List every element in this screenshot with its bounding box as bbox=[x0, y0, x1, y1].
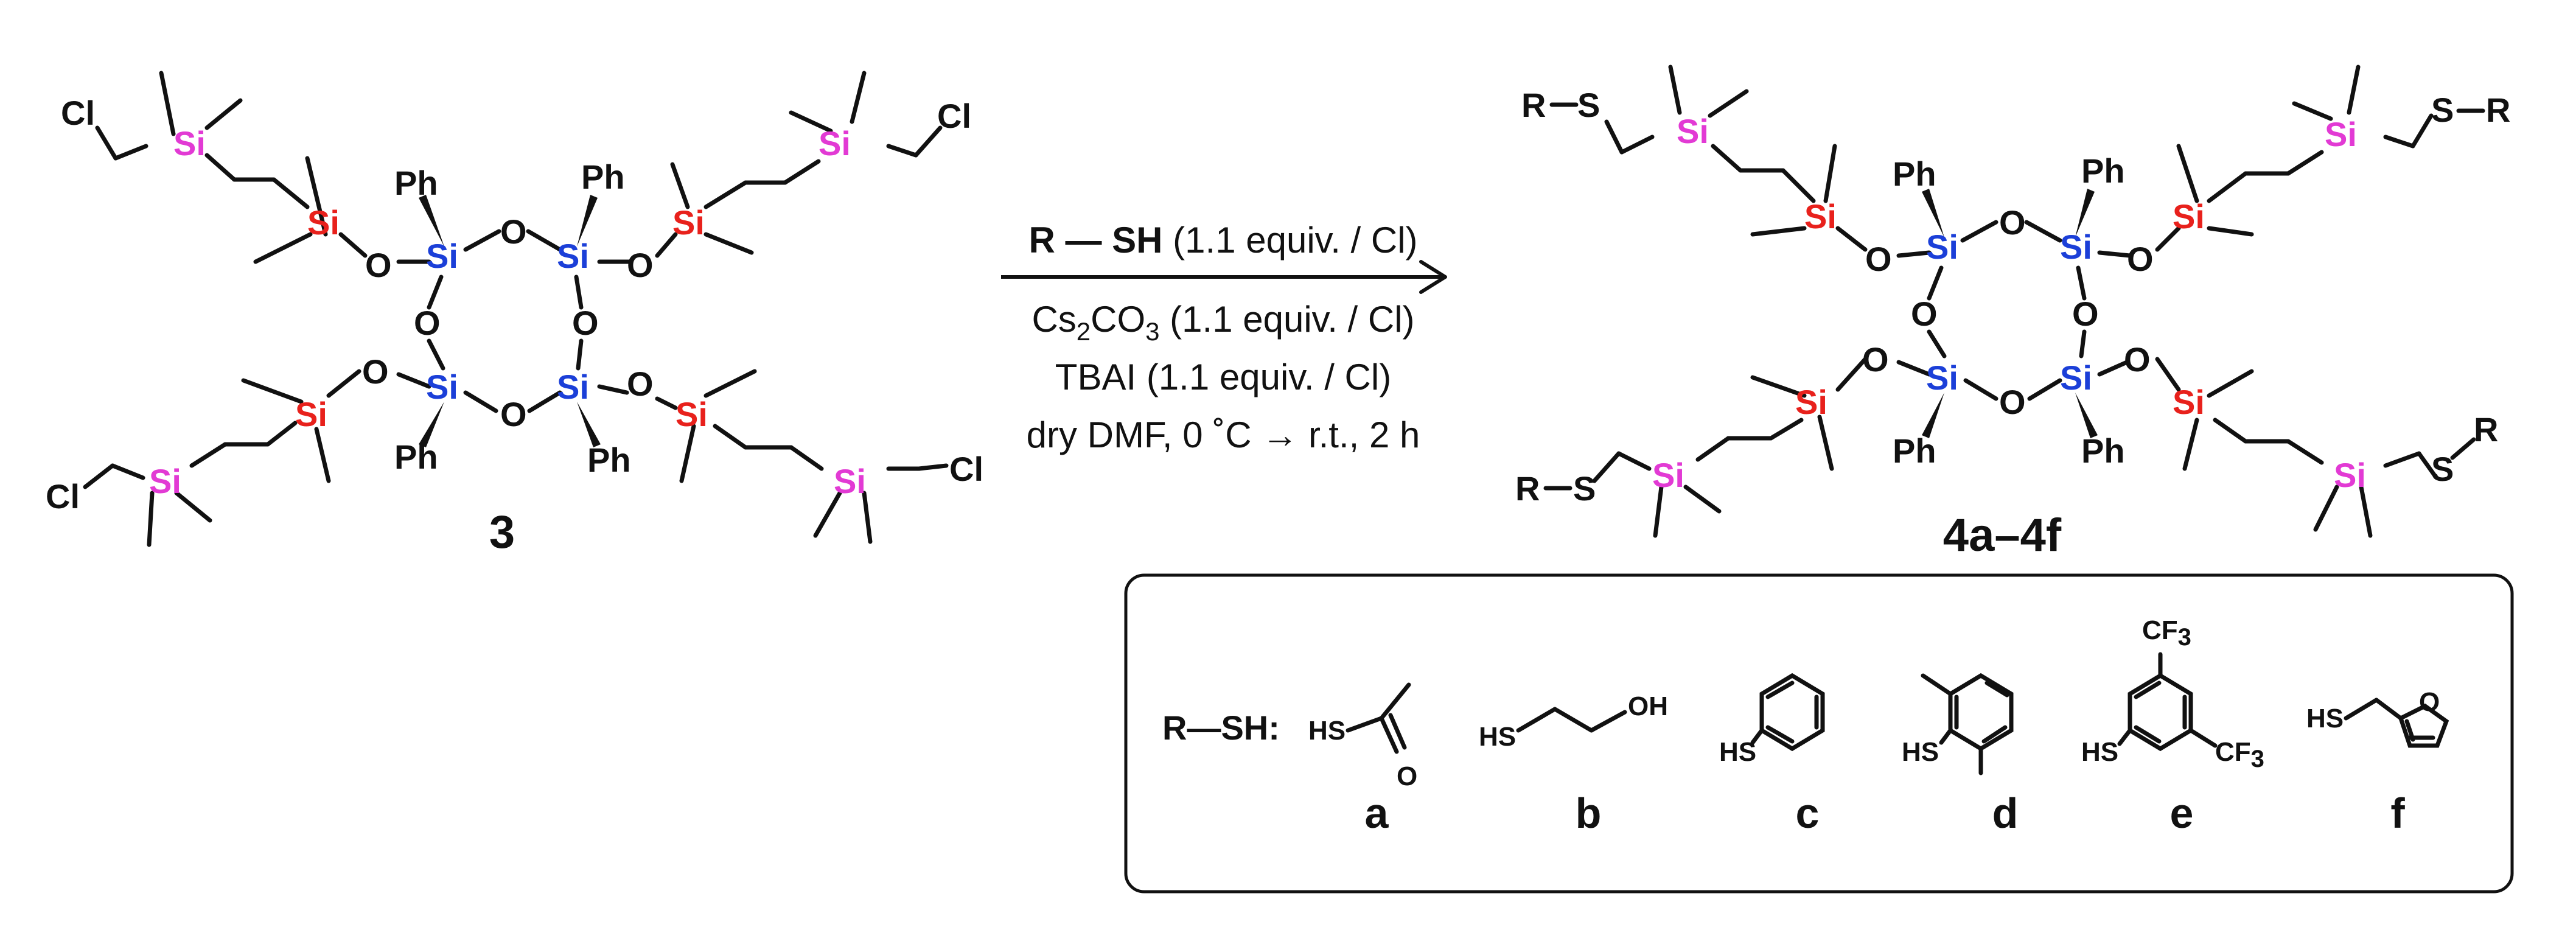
phenyl-label: Ph bbox=[394, 438, 438, 476]
linker-si: Si bbox=[675, 395, 708, 433]
thiol-b-oh: OH bbox=[1628, 691, 1668, 721]
condition-reagent: R — SH (1.1 equiv. / Cl) bbox=[1028, 220, 1417, 261]
ring-oxygen: O bbox=[500, 212, 527, 251]
thiol-b-letter: b bbox=[1576, 789, 1602, 837]
product-4a-4f: Si Si Si Si O O O O O O O O Ph Ph Ph Ph … bbox=[1515, 65, 2510, 561]
thiol-a-letter: a bbox=[1365, 789, 1389, 837]
linker-oxygen: O bbox=[627, 246, 654, 284]
thiol-b: HS OH b bbox=[1479, 691, 1668, 837]
linker-oxygen: O bbox=[365, 246, 392, 284]
thiol-e-cf3-right: CF3 bbox=[2215, 737, 2264, 772]
terminal-si: Si bbox=[1652, 456, 1684, 494]
reaction-arrow-group: R — SH (1.1 equiv. / Cl) Cs2CO3 (1.1 equ… bbox=[1001, 220, 1447, 455]
thiol-e-letter: e bbox=[2170, 789, 2194, 837]
thiol-d-letter: d bbox=[1992, 789, 2019, 837]
thiol-f-letter: f bbox=[2390, 789, 2405, 837]
linker-si: Si bbox=[2173, 197, 2205, 236]
ring-oxygen: O bbox=[572, 304, 599, 342]
linker-si: Si bbox=[672, 203, 705, 242]
thiol-a-oxygen: O bbox=[1397, 761, 1417, 791]
chloride-label: Cl bbox=[46, 477, 80, 516]
thiol-a-hs: HS bbox=[1308, 716, 1346, 746]
thiol-c-hs: HS bbox=[1719, 737, 1756, 767]
thiol-f-oxygen: O bbox=[2419, 687, 2440, 717]
sulfur-label: S bbox=[1573, 469, 1596, 508]
ring-oxygen: O bbox=[1999, 383, 2026, 421]
phenyl-label: Ph bbox=[2081, 432, 2125, 470]
thiol-f: HS O f bbox=[2306, 687, 2449, 837]
ring-si: Si bbox=[1926, 228, 1958, 266]
r-group-label: R bbox=[1515, 469, 1540, 508]
ring-si: Si bbox=[1926, 359, 1958, 397]
ring-si: Si bbox=[557, 237, 589, 275]
linker-si: Si bbox=[295, 395, 327, 433]
terminal-si: Si bbox=[1677, 112, 1709, 150]
phenyl-label: Ph bbox=[394, 164, 438, 202]
ring-si: Si bbox=[557, 368, 589, 406]
linker-si: Si bbox=[2173, 383, 2205, 421]
linker-si: Si bbox=[1795, 383, 1827, 421]
terminal-si: Si bbox=[2325, 115, 2357, 153]
terminal-si: Si bbox=[819, 124, 851, 163]
phenyl-label: Ph bbox=[1893, 155, 1936, 193]
sulfur-label: S bbox=[2431, 450, 2454, 488]
thiol-e-cf3-top: CF3 bbox=[2142, 615, 2191, 651]
phenyl-label: Ph bbox=[2081, 152, 2125, 190]
thiol-a: HS O a bbox=[1308, 682, 1417, 837]
sulfur-label: S bbox=[1577, 86, 1600, 124]
phenyl-label: Ph bbox=[1893, 432, 1936, 470]
phenyl-label: Ph bbox=[587, 441, 631, 479]
condition-base: Cs2CO3 (1.1 equiv. / Cl) bbox=[1031, 299, 1414, 346]
terminal-si: Si bbox=[149, 462, 181, 500]
r-group-label: R bbox=[1521, 86, 1546, 124]
thiol-d-hs: HS bbox=[1902, 737, 1939, 767]
linker-oxygen: O bbox=[1862, 340, 1889, 379]
phenyl-label: Ph bbox=[581, 158, 625, 196]
arrow-head bbox=[1419, 260, 1447, 294]
ring-oxygen: O bbox=[414, 304, 441, 342]
r-group-label: R bbox=[2486, 91, 2510, 129]
ring-oxygen: O bbox=[2072, 295, 2099, 333]
ring-si: Si bbox=[426, 237, 458, 275]
thiol-e-hs: HS bbox=[2081, 737, 2118, 767]
thiol-e: HS CF3 CF3 e bbox=[2081, 615, 2264, 837]
linker-oxygen: O bbox=[1865, 240, 1892, 278]
legend-title: R—SH: bbox=[1162, 708, 1280, 747]
thiol-f-hs: HS bbox=[2306, 704, 2344, 733]
compound-3-label: 3 bbox=[489, 506, 515, 558]
thiol-c-letter: c bbox=[1796, 789, 1820, 837]
thiol-b-hs: HS bbox=[1479, 722, 1516, 752]
terminal-si: Si bbox=[173, 124, 206, 163]
compound-4-label: 4a–4f bbox=[1943, 509, 2062, 561]
terminal-si: Si bbox=[834, 462, 866, 500]
r-group-label: R bbox=[2474, 410, 2498, 449]
chloride-label: Cl bbox=[61, 94, 95, 132]
condition-solvent-temp: dry DMF, 0 ˚C → r.t., 2 h bbox=[1027, 415, 1420, 455]
sulfur-label: S bbox=[2431, 91, 2454, 129]
ring-si: Si bbox=[2060, 359, 2092, 397]
chloride-label: Cl bbox=[949, 450, 983, 488]
ring-oxygen: O bbox=[1911, 295, 1938, 333]
starting-material-3: Si Si Si Si O O O O O O O O Ph Ph Ph Ph … bbox=[46, 71, 983, 558]
thiol-c: HS c bbox=[1719, 673, 1825, 837]
legend-frame bbox=[1124, 573, 2514, 894]
ring-si: Si bbox=[2060, 228, 2092, 266]
linker-oxygen: O bbox=[2127, 240, 2154, 278]
chloride-label: Cl bbox=[937, 97, 971, 135]
ring-oxygen: O bbox=[1999, 203, 2026, 242]
condition-additive: TBAI (1.1 equiv. / Cl) bbox=[1055, 357, 1391, 397]
ring-oxygen: O bbox=[500, 395, 527, 433]
thiol-d: HS d bbox=[1902, 673, 2019, 837]
terminal-si: Si bbox=[2334, 456, 2366, 494]
linker-oxygen: O bbox=[627, 365, 654, 403]
linker-oxygen: O bbox=[362, 352, 389, 391]
thiol-legend-box: R—SH: HS O a HS OH b HS c bbox=[1124, 573, 2514, 894]
linker-si: Si bbox=[1804, 197, 1837, 236]
ring-si: Si bbox=[426, 368, 458, 406]
linker-oxygen: O bbox=[2124, 340, 2151, 379]
linker-si: Si bbox=[307, 203, 340, 242]
